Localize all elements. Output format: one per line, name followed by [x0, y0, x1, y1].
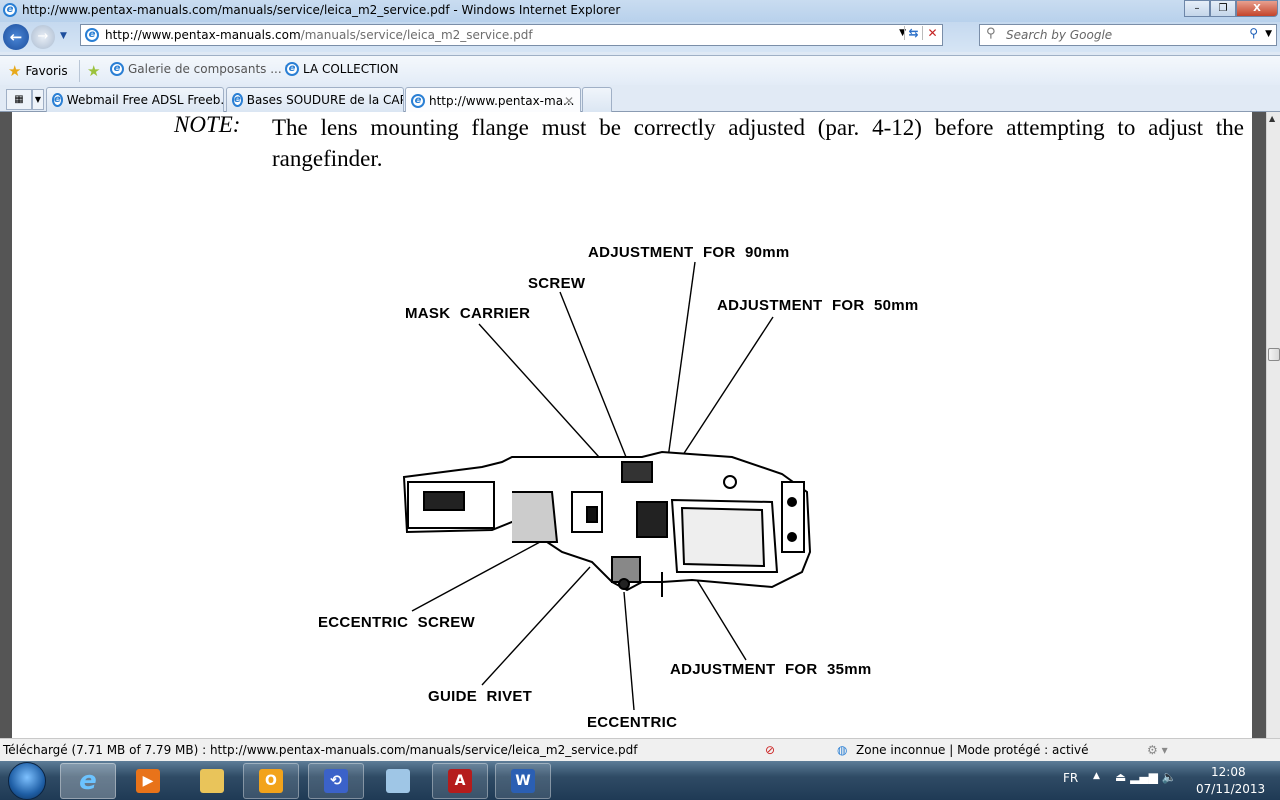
label-screw: SCREW — [528, 275, 586, 292]
add-favorite-button[interactable]: ★ — [87, 62, 100, 80]
search-box[interactable]: ⚲ Search by Google ⚲ ▼ — [979, 24, 1277, 46]
taskbar-explorer[interactable] — [184, 763, 240, 799]
search-go-icon[interactable]: ⚲ — [1249, 26, 1258, 40]
word-icon: W — [511, 769, 535, 793]
search-input[interactable]: Search by Google — [1006, 28, 1113, 42]
close-button[interactable]: X — [1236, 0, 1278, 17]
scrollbar-thumb[interactable] — [1268, 348, 1280, 361]
url-path: /manuals/service/leica_m2_service.pdf — [300, 28, 533, 42]
favorite-label: LA COLLECTION — [303, 62, 399, 76]
label-adjustment-50mm: ADJUSTMENT FOR 50mm — [717, 297, 919, 314]
minimize-button[interactable]: – — [1184, 0, 1210, 17]
media-player-icon: ▶ — [136, 769, 160, 793]
label-adjustment-35mm: ADJUSTMENT FOR 35mm — [670, 661, 872, 678]
tab-label: Bases SOUDURE de la CAP — [246, 93, 404, 107]
back-button[interactable]: ← — [3, 24, 29, 50]
status-bar: Téléchargé (7.71 MB of 7.79 MB) : http:/… — [0, 738, 1280, 761]
title-bar: e http://www.pentax-manuals.com/manuals/… — [0, 0, 1280, 22]
restore-button[interactable]: ❐ — [1210, 0, 1236, 17]
history-dropdown[interactable]: ▼ — [60, 31, 67, 41]
pdf-page: NOTE: The lens mounting flange must be c… — [12, 112, 1252, 738]
label-mask-carrier: MASK CARRIER — [405, 305, 531, 322]
url-domain: http://www.pentax-manuals.com — [105, 28, 301, 42]
ie-icon: e — [285, 62, 299, 76]
label-eccentric-screw: ECCENTRIC SCREW — [318, 614, 476, 631]
star-icon: ★ — [8, 62, 22, 80]
privacy-icon[interactable]: ⊘ — [765, 743, 776, 757]
tab-label: Webmail Free ADSL Freeb... — [66, 93, 224, 107]
divider — [79, 60, 80, 82]
navigation-bar: ← → ▼ e http://www.pentax-manuals.com/ma… — [0, 22, 1280, 52]
outlook-icon: O — [259, 769, 283, 793]
ie-icon: e — [52, 93, 63, 107]
globe-icon: ◍ — [837, 743, 848, 757]
ie-icon: e — [79, 766, 97, 796]
language-indicator[interactable]: FR — [1063, 771, 1079, 785]
taskbar-app[interactable]: ⟲ — [308, 763, 364, 799]
add-favorite-icon: ★ — [87, 62, 101, 80]
page-icon: e — [85, 28, 99, 42]
rangefinder-diagram — [402, 261, 812, 711]
search-icon: ⚲ — [986, 26, 996, 41]
ie-icon: e — [3, 3, 17, 17]
favorite-la-collection[interactable]: e LA COLLECTION — [285, 62, 398, 76]
stop-icon[interactable]: ✕ — [922, 26, 942, 40]
taskbar: e ▶ O ⟲ A W FR ▲ ⏏ ▂▄▆ 🔈 12:08 07/11/201… — [0, 761, 1280, 800]
search-dropdown-icon[interactable]: ▼ — [1265, 29, 1272, 39]
taskbar-adobe-reader[interactable]: A — [432, 763, 488, 799]
address-bar[interactable]: e http://www.pentax-manuals.com/manuals/… — [80, 24, 943, 46]
pdf-viewer: NOTE: The lens mounting flange must be c… — [0, 112, 1280, 738]
clock-date[interactable]: 07/11/2013 — [1196, 782, 1266, 796]
folder-icon — [200, 769, 224, 793]
start-button[interactable] — [8, 762, 46, 800]
label-guide-rivet: GUIDE RIVET — [428, 688, 533, 705]
zoom-icon[interactable]: ⚙ ▾ — [1147, 743, 1168, 757]
label-eccentric: ECCENTRIC — [587, 714, 678, 731]
label-adjustment-90mm: ADJUSTMENT FOR 90mm — [588, 244, 790, 261]
pdf-icon: A — [448, 769, 472, 793]
tab-pentax-manual[interactable]: e http://www.pentax-ma...✕ — [405, 87, 581, 113]
taskbar-ie[interactable]: e — [60, 763, 116, 799]
quick-tabs-button[interactable]: ▦ — [6, 89, 32, 110]
favorites-label: Favoris — [25, 64, 68, 78]
tab-list-dropdown[interactable]: ▼ — [32, 89, 44, 110]
ie-icon: e — [411, 93, 425, 108]
favorites-button[interactable]: ★Favoris — [8, 62, 68, 80]
taskbar-word[interactable]: W — [495, 763, 551, 799]
window-title: http://www.pentax-manuals.com/manuals/se… — [22, 3, 621, 17]
address-dropdown-icon[interactable]: ▼ — [899, 28, 906, 38]
mechanism-drawing — [402, 450, 812, 597]
note-label: NOTE: — [174, 112, 241, 137]
address-input[interactable]: http://www.pentax-manuals.com/manuals/se… — [105, 28, 533, 42]
show-hidden-icons[interactable]: ▲ — [1093, 771, 1100, 781]
calculator-icon — [386, 769, 410, 793]
ie-icon: e — [110, 62, 124, 76]
refresh-icon[interactable]: ⇆ — [904, 26, 922, 40]
network-icons[interactable]: ⏏ ▂▄▆ 🔈 — [1115, 770, 1177, 784]
vertical-scrollbar[interactable]: ▲ — [1266, 112, 1280, 738]
new-tab-button[interactable] — [582, 87, 612, 112]
forward-button[interactable]: → — [31, 25, 55, 49]
favorite-label: Galerie de composants ... — [128, 62, 282, 76]
note-text: The lens mounting flange must be correct… — [272, 115, 1244, 171]
taskbar-calculator[interactable] — [370, 763, 426, 799]
status-text: Téléchargé (7.71 MB of 7.79 MB) : http:/… — [3, 743, 638, 757]
sync-icon: ⟲ — [324, 769, 348, 793]
close-tab-icon[interactable]: ✕ — [563, 93, 574, 108]
tab-label: http://www.pentax-ma... — [429, 93, 575, 108]
taskbar-media-player[interactable]: ▶ — [120, 763, 176, 799]
scroll-up-icon[interactable]: ▲ — [1269, 114, 1276, 123]
taskbar-outlook[interactable]: O — [243, 763, 299, 799]
ie-icon: e — [232, 93, 243, 107]
zone-text: Zone inconnue | Mode protégé : activé — [856, 743, 1089, 757]
clock-time[interactable]: 12:08 — [1211, 765, 1246, 779]
